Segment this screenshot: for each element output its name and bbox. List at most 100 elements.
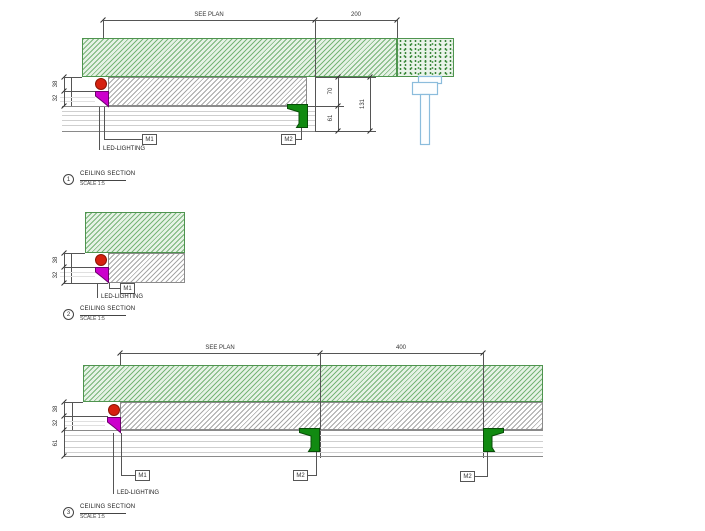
tag-m1: M1 <box>135 470 150 481</box>
leader-line <box>301 128 302 139</box>
ceiling-section-detail-3: SEE PLAN 400 38 32 61 <box>0 330 705 531</box>
board-line <box>64 435 543 436</box>
board-line <box>64 447 543 448</box>
dim-text-offset: 200 <box>350 12 361 18</box>
cove-edge-line <box>71 253 72 283</box>
pendant-hanger-fixture <box>411 75 443 146</box>
led-spot-circle <box>95 254 107 266</box>
extension-line <box>64 91 95 92</box>
leader-line <box>475 476 488 477</box>
trim-profile-m2-mirrored <box>483 428 504 452</box>
board-line <box>62 111 315 112</box>
title-underline <box>80 180 126 181</box>
extension-line <box>315 77 376 78</box>
dim-text-span: SEE PLAN <box>194 12 224 18</box>
gypsum-hatch <box>108 77 307 106</box>
leader-line <box>99 107 100 150</box>
leader-line <box>487 452 488 476</box>
dim-text: 32 <box>53 94 59 102</box>
board-line <box>62 131 315 132</box>
extension-line <box>64 267 95 268</box>
extension-line <box>307 106 344 107</box>
tag-m2: M2 <box>281 134 296 145</box>
section-title: CEILING SECTION <box>80 171 136 177</box>
title-underline <box>80 513 126 514</box>
leader-line <box>109 283 110 289</box>
board-line <box>62 115 315 116</box>
led-strip-line <box>60 272 95 273</box>
leader-line <box>104 107 105 139</box>
scale-note: SCALE 1:5 <box>80 181 105 187</box>
extension-line <box>64 77 82 78</box>
section-title: CEILING SECTION <box>80 504 136 510</box>
dim-text-span: SEE PLAN <box>205 345 235 351</box>
led-spot-circle <box>108 404 120 416</box>
board-line <box>62 120 315 121</box>
board-line <box>62 106 315 107</box>
leader-line <box>109 288 120 289</box>
led-lighting-label: LED-LIGHTING <box>117 490 160 496</box>
gypsum-hatch <box>108 253 185 283</box>
detail-number-bubble: 1 <box>63 174 74 185</box>
ceiling-section-detail-2: 38 32 M1 LED-LIGHTING 2 CEILING SECTION … <box>0 200 705 330</box>
extension-line <box>315 131 376 132</box>
board-line <box>64 456 543 457</box>
dim-line <box>103 20 397 21</box>
detail-number-bubble: 3 <box>63 507 74 518</box>
dim-text-offset: 400 <box>395 345 406 351</box>
tag-m1: M1 <box>120 283 135 294</box>
leader-line <box>316 452 317 475</box>
led-spot-circle <box>95 78 107 90</box>
scale-note: SCALE 1:5 <box>80 316 105 322</box>
extension-line <box>397 20 398 38</box>
tag-m2-right: M2 <box>460 471 475 482</box>
extension-line <box>64 402 83 403</box>
leader-line <box>121 433 122 475</box>
leader-line <box>97 283 98 298</box>
scale-note: SCALE 1:5 <box>80 514 105 520</box>
section-edge-line <box>315 20 316 132</box>
leader-line <box>113 433 114 494</box>
dim-text: 61 <box>328 114 334 122</box>
ceiling-section-detail-1: SEE PLAN 200 38 32 70 <box>0 0 705 200</box>
led-strip-line <box>60 101 95 102</box>
leader-line <box>308 475 317 476</box>
dim-text: 38 <box>53 256 59 264</box>
board-line <box>62 125 315 126</box>
trim-profile-m2 <box>287 104 308 128</box>
led-profile-m1 <box>95 91 109 108</box>
extension-line <box>64 416 108 417</box>
dim-line <box>120 353 483 354</box>
leader-line <box>121 475 135 476</box>
tag-m2: M2 <box>293 470 308 481</box>
led-profile-m1 <box>107 417 121 434</box>
dim-text: 32 <box>53 271 59 279</box>
slab-hatch <box>83 365 543 402</box>
led-profile-m1 <box>95 267 109 284</box>
led-lighting-label: LED-LIGHTING <box>101 294 144 300</box>
trim-profile-m2 <box>299 428 320 452</box>
dim-line <box>370 77 371 131</box>
extension-line <box>64 253 85 254</box>
gypsum-hatch <box>120 402 543 430</box>
dim-text: 32 <box>53 419 59 427</box>
led-lighting-label: LED-LIGHTING <box>103 146 146 152</box>
extension-line <box>64 283 108 284</box>
dim-text: 131 <box>360 99 366 110</box>
slab-hatch <box>85 212 185 253</box>
masonry-block-hatch <box>397 38 454 77</box>
led-strip-line <box>64 421 105 422</box>
dim-text: 70 <box>328 87 334 95</box>
led-strip-line <box>60 97 95 98</box>
led-strip-line <box>64 425 105 426</box>
slab-hatch <box>82 38 397 77</box>
extension-line <box>320 353 321 458</box>
title-underline <box>80 315 126 316</box>
dim-text: 61 <box>53 439 59 447</box>
dim-line <box>64 253 65 283</box>
leader-line <box>104 139 142 140</box>
led-strip-line <box>60 276 95 277</box>
leader-line <box>296 139 302 140</box>
extension-line <box>120 353 121 365</box>
